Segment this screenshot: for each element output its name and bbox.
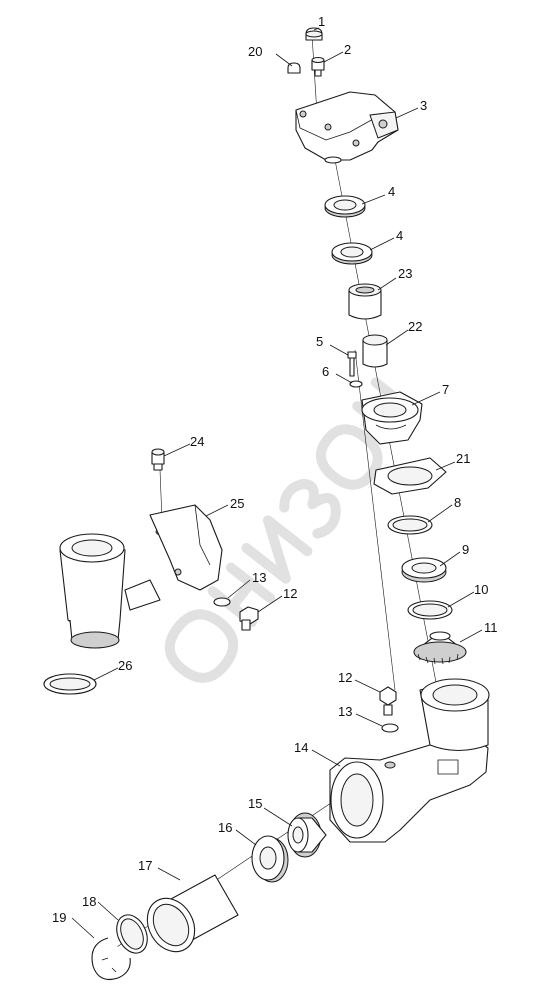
callout-23: 23 (398, 266, 412, 281)
part-21-gasket (373, 457, 447, 495)
callout-5: 5 (316, 334, 323, 349)
callout-3: 3 (420, 98, 427, 113)
callout-18: 18 (82, 894, 96, 909)
part-13-seal-left (213, 597, 231, 607)
callout-13-left: 13 (252, 570, 266, 585)
callout-labels: 1 2 20 3 4 4 23 22 5 6 7 21 8 9 10 11 12… (52, 14, 498, 925)
callout-11: 11 (484, 620, 498, 635)
callout-24: 24 (190, 434, 204, 449)
callout-9: 9 (462, 542, 469, 557)
callout-13-right: 13 (338, 704, 352, 719)
leader-lines (71, 27, 483, 939)
part-9-bearing (401, 557, 447, 583)
part-17-tube (146, 874, 239, 953)
callout-4-lower: 4 (396, 228, 403, 243)
part-3-upper-housing (295, 91, 399, 164)
callout-14: 14 (294, 740, 308, 755)
callout-12-right: 12 (338, 670, 352, 685)
part-25-bracket-housing (59, 504, 223, 649)
part-11-bevel-gear (413, 631, 467, 665)
callout-22: 22 (408, 319, 422, 334)
part-8-ring (387, 515, 433, 535)
part-14-lower-housing (329, 678, 490, 843)
part-18-ring (116, 914, 148, 954)
callout-6: 6 (322, 364, 329, 379)
part-19-circlip (91, 937, 131, 981)
part-4-bearing-upper (324, 195, 366, 218)
callout-21: 21 (456, 451, 470, 466)
callout-4-upper: 4 (388, 184, 395, 199)
part-10-ring (407, 600, 453, 620)
callout-1: 1 (318, 14, 325, 29)
callout-10: 10 (474, 582, 488, 597)
callout-17: 17 (138, 858, 152, 873)
part-13-seal-right (381, 723, 399, 733)
part-12-bolt-left (239, 606, 259, 631)
part-6-washer (349, 380, 363, 388)
part-5-bolt (347, 351, 357, 377)
part-12-bolt-right (379, 686, 397, 716)
part-16-bearing (251, 835, 289, 883)
callout-25: 25 (230, 496, 244, 511)
callout-15: 15 (248, 796, 262, 811)
callout-16: 16 (218, 820, 232, 835)
callout-8: 8 (454, 495, 461, 510)
callout-19: 19 (52, 910, 66, 925)
part-22-bushing (362, 334, 388, 368)
callout-2: 2 (344, 42, 351, 57)
part-23-sleeve (348, 283, 382, 320)
callout-20: 20 (248, 44, 262, 59)
part-7-flange-housing (361, 391, 423, 445)
part-2-grease-nipple (311, 57, 325, 77)
callout-12-left: 12 (283, 586, 297, 601)
callout-7: 7 (442, 382, 449, 397)
part-15-pinion-gear (287, 812, 327, 858)
callout-26: 26 (118, 658, 132, 673)
part-1-cap (305, 27, 323, 41)
part-26-ring-gasket (43, 673, 97, 695)
part-4-bearing-lower (331, 242, 373, 265)
